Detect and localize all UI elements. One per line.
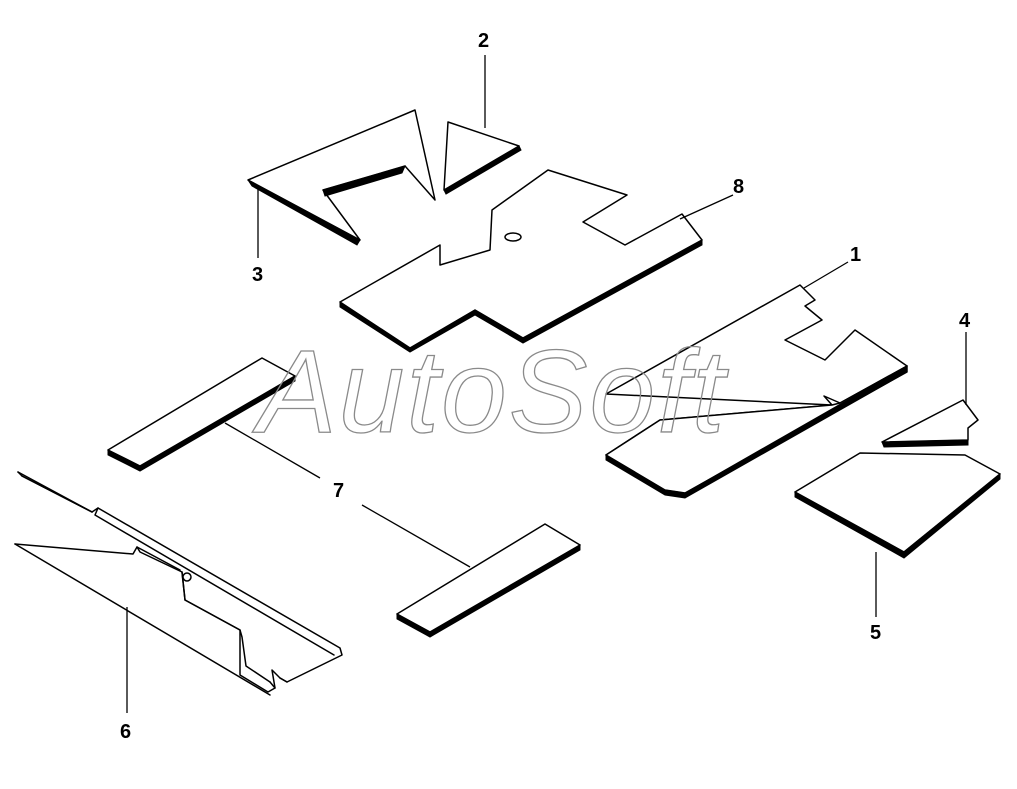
part-1-mat bbox=[605, 284, 908, 499]
leader-lines bbox=[126, 55, 967, 713]
callout-2: 2 bbox=[478, 30, 489, 52]
part-5-panel bbox=[794, 452, 1001, 559]
callout-1: 1 bbox=[850, 244, 861, 266]
part-3-panel bbox=[247, 109, 436, 246]
part-7-strip-upper bbox=[107, 357, 296, 472]
callout-3: 3 bbox=[252, 264, 263, 286]
plate-hole bbox=[182, 572, 192, 582]
callout-8: 8 bbox=[733, 176, 744, 198]
part-8-mat bbox=[339, 169, 703, 353]
part-6-plate bbox=[14, 471, 343, 696]
part-2-panel bbox=[443, 121, 522, 195]
part-4-panel bbox=[881, 399, 979, 448]
part-7-strip-lower bbox=[396, 523, 581, 638]
watermark: AutoSoft bbox=[252, 326, 729, 458]
mat-hole bbox=[504, 232, 522, 242]
callout-5: 5 bbox=[870, 622, 881, 644]
callout-7: 7 bbox=[333, 480, 344, 502]
callout-6: 6 bbox=[120, 721, 131, 743]
callout-4: 4 bbox=[959, 310, 971, 332]
